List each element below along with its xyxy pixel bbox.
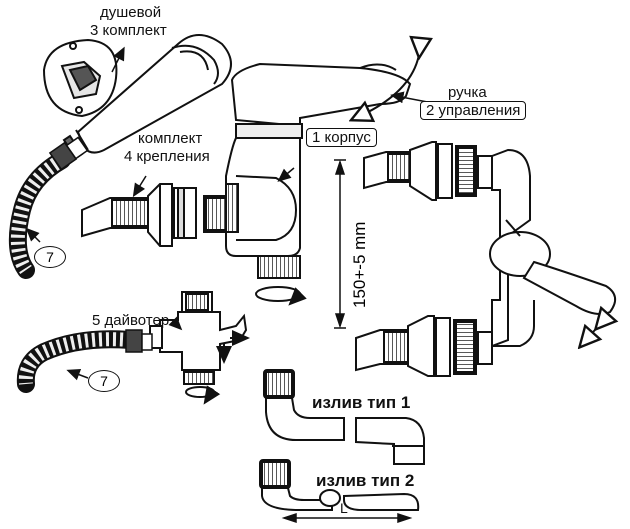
shower-wall-holder xyxy=(42,38,118,118)
diverter-label: 5 дайвотер xyxy=(92,312,170,329)
mixer-body xyxy=(225,62,412,306)
eccentric-fitting-top xyxy=(363,141,493,201)
shower-set-label-line1: душевой xyxy=(100,4,162,21)
handle-label-line1: ручка xyxy=(448,84,487,101)
diverter-leader xyxy=(168,316,183,331)
mixer-body-side xyxy=(489,148,617,348)
handle-up-arrow xyxy=(360,48,420,116)
dimension-line xyxy=(334,159,346,329)
hose-callout-top: 7 xyxy=(34,246,66,268)
shower-hose-top xyxy=(8,136,89,279)
length-label: L xyxy=(340,500,348,516)
length-dimension xyxy=(281,512,413,524)
eccentric-fitting-bottom xyxy=(355,315,493,377)
hose-top-leader xyxy=(25,227,41,243)
handle-side-arrow xyxy=(586,322,602,340)
spout-type2 xyxy=(259,459,420,511)
diverter xyxy=(149,291,250,405)
body-label: 1 корпус xyxy=(306,128,377,147)
dimension-label: 150+-5 mm xyxy=(350,221,369,308)
shower-hose-bottom xyxy=(16,329,153,393)
mount-set-label-line2: 4 крепления xyxy=(124,148,210,165)
spout-type1-label: излив тип 1 xyxy=(312,393,411,412)
body-leader xyxy=(277,167,295,182)
mounting-set-left xyxy=(81,183,231,247)
shower-set-label-line2: 3 комплект xyxy=(90,22,167,39)
hose-callout-bottom: 7 xyxy=(88,370,120,392)
spout-type2-label: излив тип 2 xyxy=(316,471,415,490)
mount-set-label-line1: комплект xyxy=(138,130,203,147)
hose-bottom-leader xyxy=(66,369,89,381)
handle-label-line2: 2 управления xyxy=(420,101,527,120)
shower-set-leader xyxy=(111,46,125,73)
spout-type1 xyxy=(263,369,425,465)
mount-set-leader xyxy=(132,175,147,198)
